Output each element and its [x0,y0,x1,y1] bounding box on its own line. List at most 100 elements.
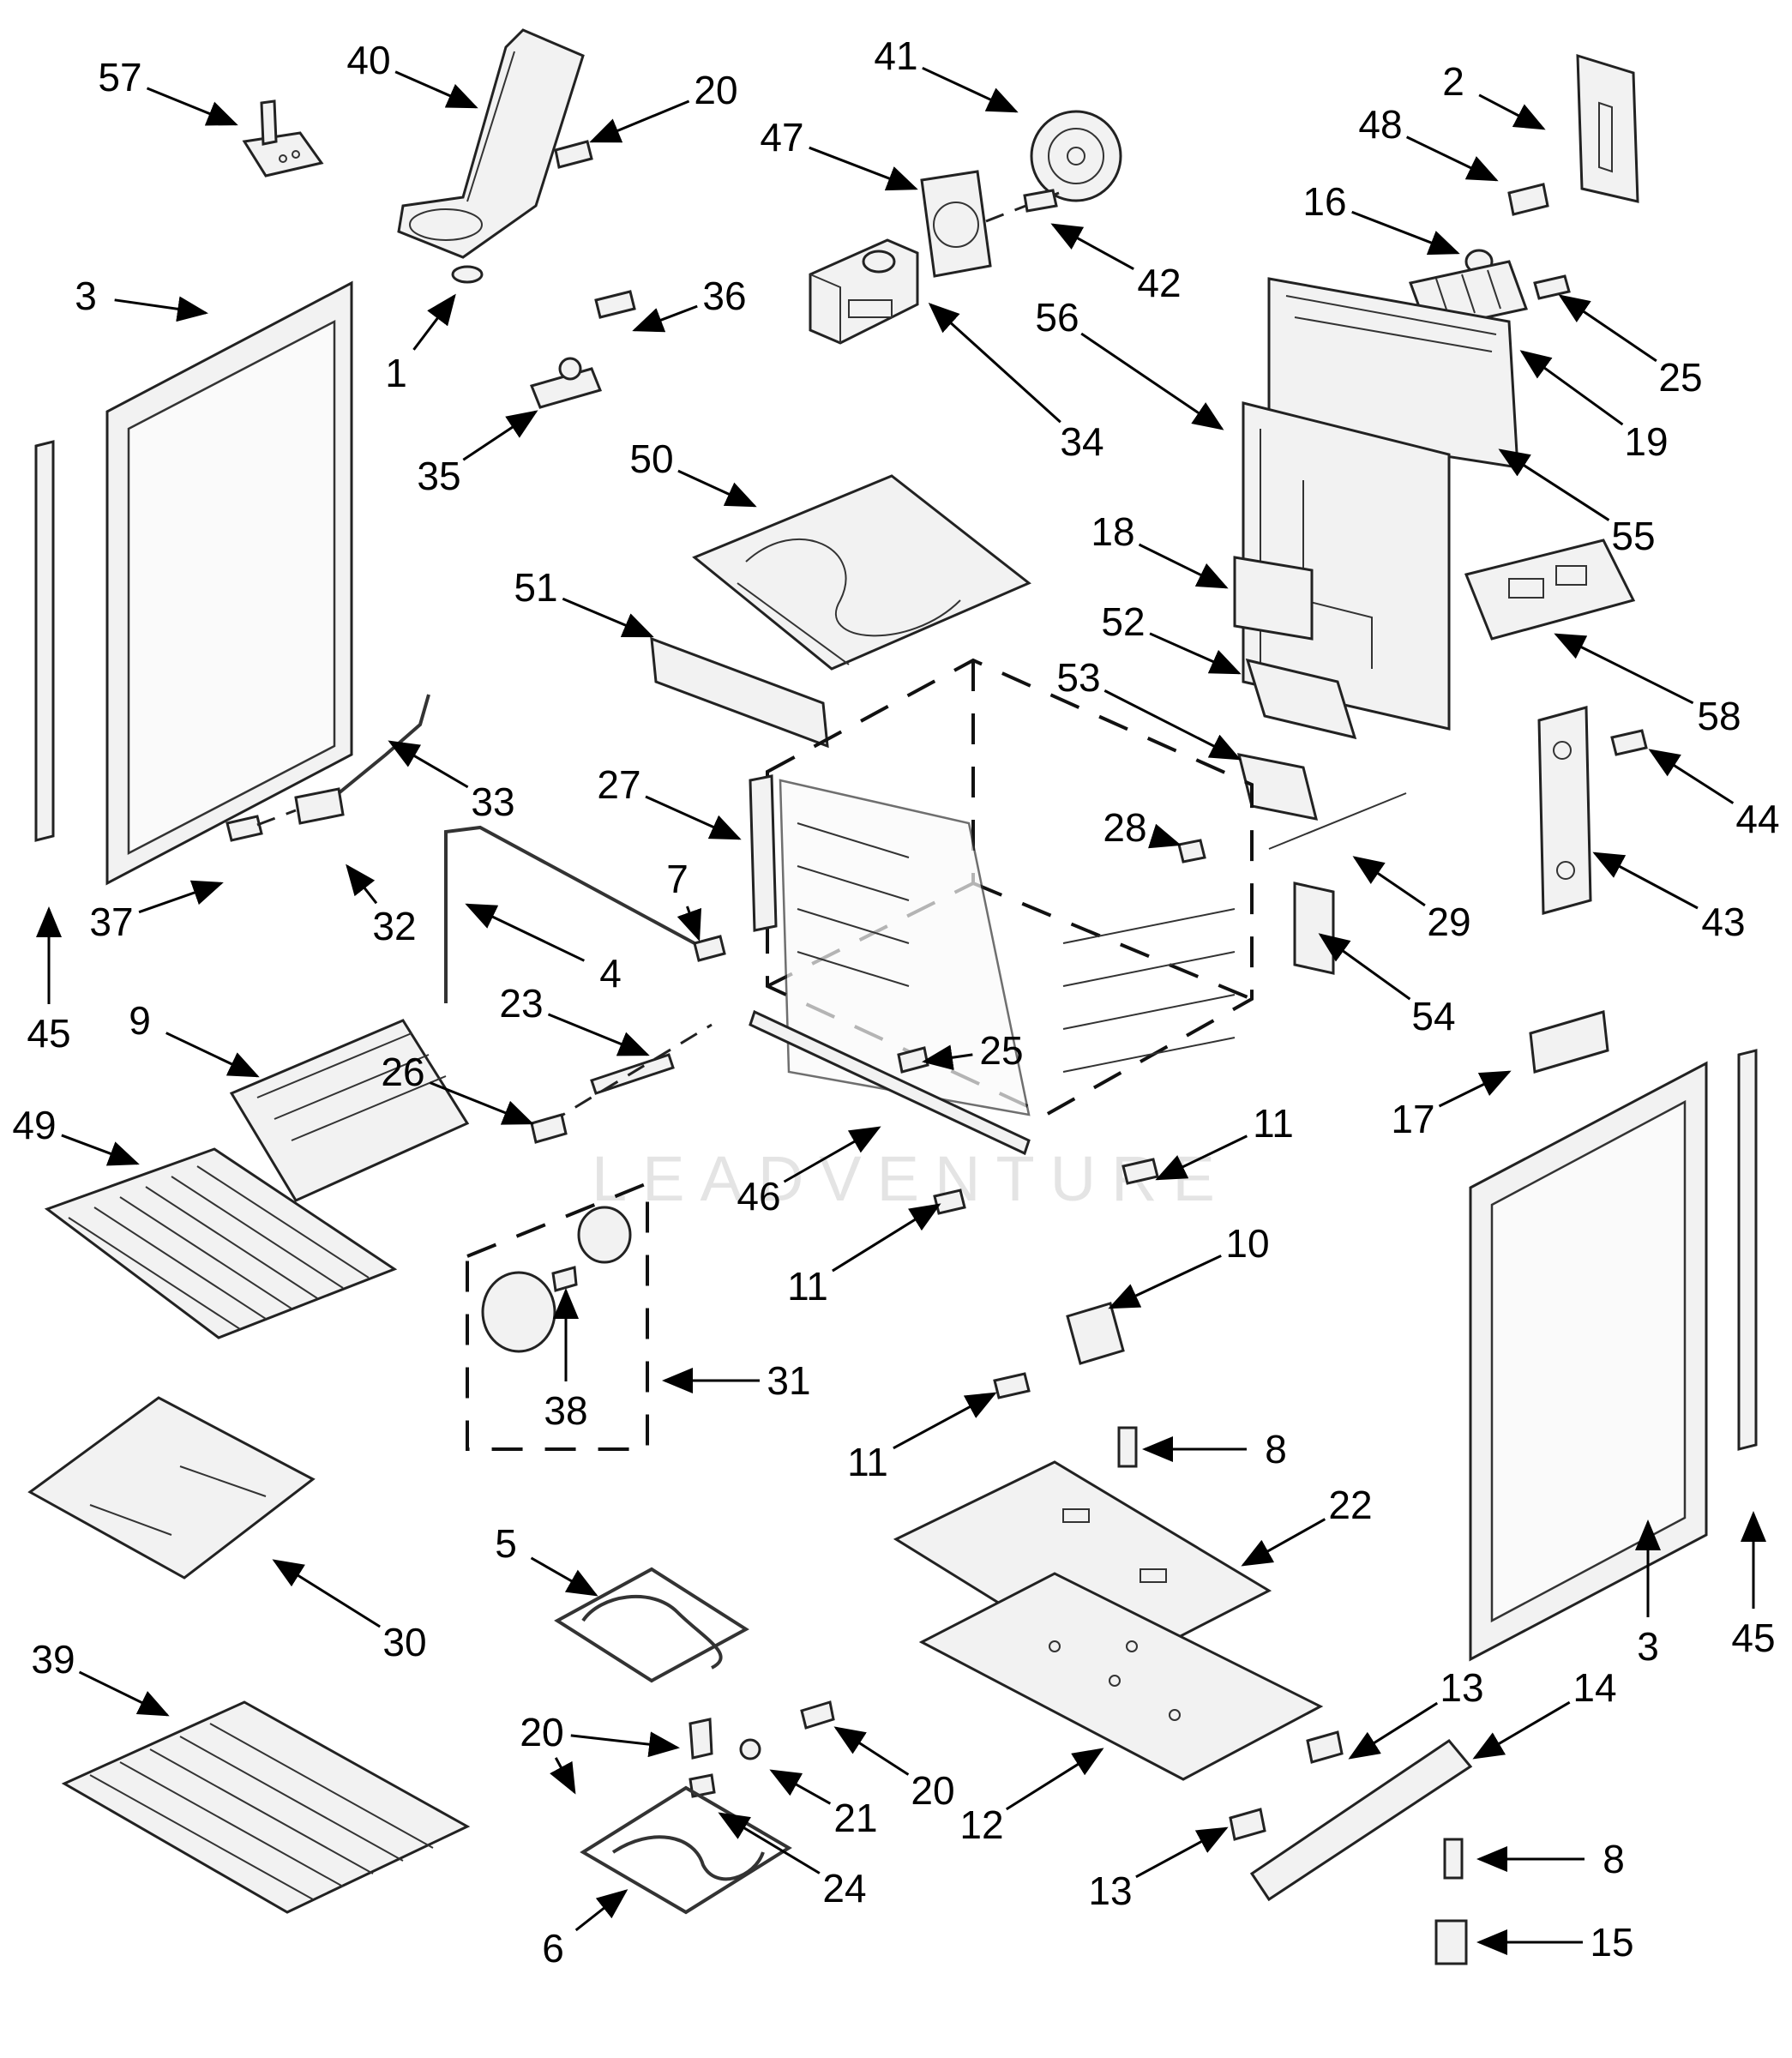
leader-line-c17 [1438,1070,1512,1108]
part-number-c36: 36 [702,274,746,318]
part-4-rod [444,825,695,1003]
leader-line-c11c [893,1392,997,1450]
part-number-c20d: 20 [520,1710,563,1754]
part-54-bracket [1293,882,1335,975]
part-number-c29: 29 [1427,900,1470,944]
part-number-c21: 21 [833,1796,877,1840]
part-9-vent-trim [229,1019,470,1202]
leader-line-c23 [547,1013,650,1056]
part-number-c33: 33 [471,779,514,824]
leader-line-c20c [833,1726,910,1776]
part-14-leveler-bar [1249,1738,1473,1902]
part-8-screw-a [1117,1426,1138,1468]
part-number-c53: 53 [1056,655,1100,700]
part-10-door-latch [1066,1302,1125,1365]
part-number-c5: 5 [495,1521,517,1566]
part-8-screw-b [1443,1838,1464,1880]
part-39-oven-rack [61,1700,471,1914]
leader-line-c36 [632,304,698,333]
leader-line-c2 [1478,93,1546,130]
part-number-c38: 38 [544,1388,587,1433]
part-number-c3b: 3 [1637,1624,1659,1669]
part-number-c13a: 13 [1440,1665,1483,1710]
leader-line-c34 [928,302,1061,424]
part-number-c34: 34 [1060,419,1103,464]
leader-line-c13a [1348,1701,1439,1760]
leader-line-c5 [530,1556,598,1597]
leader-line-c55 [1498,448,1610,521]
part-number-c57: 57 [98,55,141,99]
part-18-bracket [1233,556,1314,641]
part-number-c27: 27 [597,762,640,807]
leader-line-c52 [1149,632,1242,675]
leader-line-c12 [1005,1748,1104,1811]
leader-line-c43 [1592,851,1699,910]
leader-line-c44 [1648,749,1735,804]
part-1-grommet [451,265,484,284]
part-number-c20b: 20 [520,1710,563,1754]
part-13-clip-b [1229,1808,1266,1841]
part-35-sensor-bracket [529,357,603,409]
part-48-clip [1507,183,1549,216]
part-number-c42: 42 [1137,261,1181,305]
part-45-left-trim [34,440,55,842]
thermostat-dashed-line [256,809,297,827]
part-7-screw [693,935,726,962]
part-number-c31: 31 [767,1358,810,1403]
part-number-c24: 24 [822,1866,866,1911]
leader-line-c4 [465,903,585,962]
part-number-c13b: 13 [1088,1868,1132,1913]
part-26-screw [530,1113,568,1144]
part-42-screw [1023,189,1058,213]
part-6-broil-element [580,1785,792,1915]
part-number-c35: 35 [417,454,460,498]
part-number-c1: 1 [385,351,407,395]
part-number-c14: 14 [1573,1665,1616,1710]
part-33-wire [337,694,430,795]
leader-line-c29 [1352,856,1426,907]
leader-line-c20d [550,1757,576,1795]
leader-line-c25a [1558,294,1657,363]
part-2-back-bracket [1576,53,1639,203]
watermark-text: LEADVENTURE [592,1143,1230,1214]
leader-line-c35 [462,410,538,461]
part-number-c20c: 20 [911,1768,954,1813]
leader-line-c13b [1135,1826,1229,1879]
part-number-c45b: 45 [1731,1616,1775,1660]
part-number-c43: 43 [1701,900,1745,944]
leader-line-c18 [1138,543,1229,589]
leader-line-c3a [114,296,208,322]
part-number-c11b: 11 [787,1264,828,1309]
part-number-c8a: 8 [1265,1427,1287,1471]
part-number-c19: 19 [1624,419,1668,464]
part-49-oven-rack [44,1147,398,1339]
part-number-c10: 10 [1225,1221,1269,1266]
part-number-c54: 54 [1411,994,1455,1038]
leader-line-c26 [430,1081,534,1125]
part-number-c25b: 25 [979,1028,1023,1073]
leader-line-c7 [677,906,702,942]
leader-line-c6 [574,1889,628,1932]
leader-line-c33 [388,740,469,789]
part-number-c20a: 20 [694,68,737,112]
part-47-fan-motor-bracket [920,170,992,278]
part-29-wire [1268,792,1407,850]
part-34-motor-box [809,238,919,345]
part-number-c7: 7 [666,857,689,901]
part-number-c32: 32 [372,904,416,948]
part-46-door-trim [749,1009,1031,1156]
leader-line-c41 [922,66,1019,113]
part-number-c58: 58 [1697,694,1741,738]
part-3-left-side-panel [105,280,353,886]
leader-line-c53 [1103,689,1242,761]
part-21-washer [739,1738,761,1760]
part-number-c56: 56 [1035,295,1079,340]
part-number-c8b: 8 [1603,1837,1625,1881]
part-number-c50: 50 [629,436,673,481]
part-27-rack-support [749,774,778,932]
part-32-thermostat [294,787,345,825]
leader-line-c46 [783,1126,881,1183]
part-number-c17: 17 [1391,1097,1434,1141]
part-25-screw-top [1533,274,1571,300]
part-20-screw-a [689,1718,713,1760]
